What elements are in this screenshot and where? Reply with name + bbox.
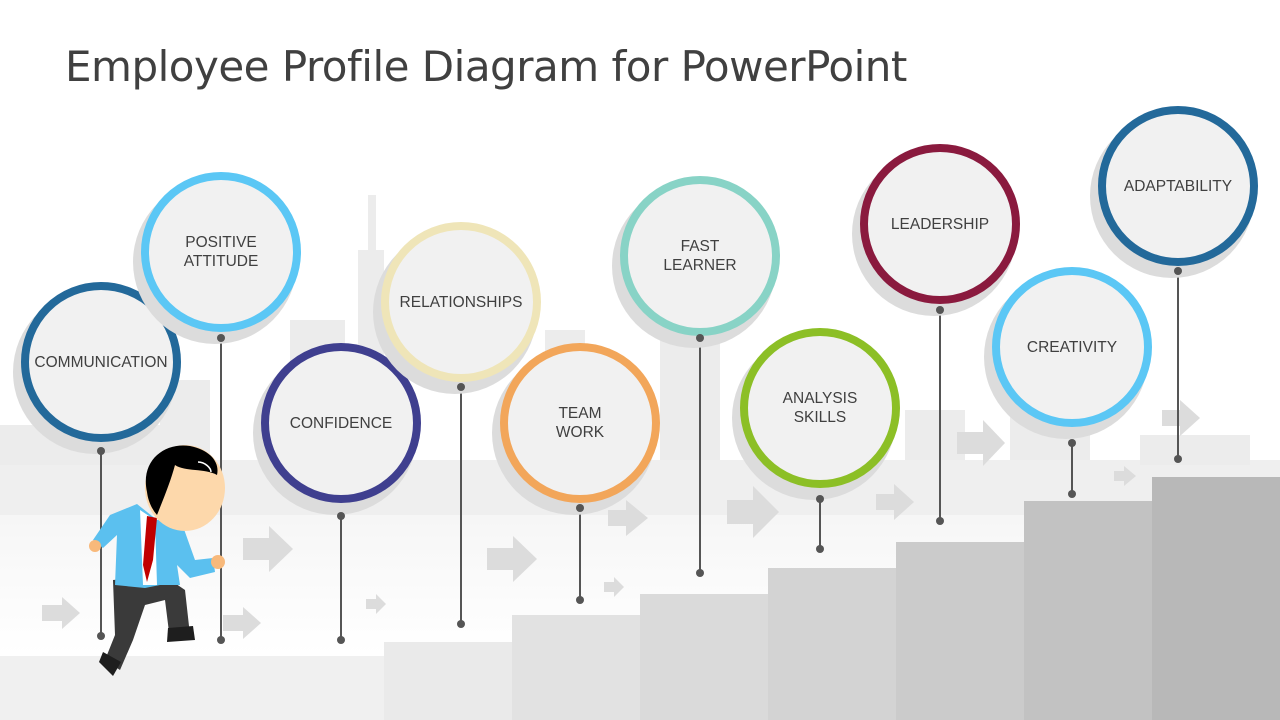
trait-label: ADAPTABILITY	[1123, 177, 1233, 195]
trait-circle: CREATIVITY	[992, 267, 1152, 427]
connector-line	[939, 310, 941, 521]
connector-dot-top	[217, 334, 225, 342]
trait-label: FAST LEARNER	[663, 238, 737, 274]
connector-line	[460, 387, 462, 624]
trait-circle: FAST LEARNER	[620, 176, 780, 336]
connector-line	[699, 338, 701, 573]
trait-label: CREATIVITY	[1026, 338, 1118, 356]
trait-label: LEADERSHIP	[890, 215, 990, 233]
trait-label: POSITIVE ATTITUDE	[183, 234, 259, 270]
connector-dot-top	[1174, 267, 1182, 275]
connector-dot-bottom	[217, 636, 225, 644]
stair-step	[896, 542, 1024, 720]
connector-line	[1177, 271, 1179, 459]
trait-circle: COMMUNICATION	[21, 282, 181, 442]
connector-dot-bottom	[97, 632, 105, 640]
connector-dot-bottom	[576, 596, 584, 604]
connector-dot-bottom	[1068, 490, 1076, 498]
trait-label: CONFIDENCE	[289, 414, 393, 432]
connector-dot-bottom	[816, 545, 824, 553]
stair-step	[512, 615, 640, 720]
connector-dot-top	[457, 383, 465, 391]
trait-label: ANALYSIS SKILLS	[782, 390, 858, 426]
trait-circle: ADAPTABILITY	[1098, 106, 1258, 266]
trait-circle: CONFIDENCE	[261, 343, 421, 503]
connector-dot-top	[936, 306, 944, 314]
connector-line	[579, 508, 581, 600]
trait-circle: LEADERSHIP	[860, 144, 1020, 304]
connector-dot-bottom	[696, 569, 704, 577]
connector-dot-bottom	[936, 517, 944, 525]
stair-step	[1152, 477, 1280, 720]
trait-circle: ANALYSIS SKILLS	[740, 328, 900, 488]
employee-character-icon	[89, 445, 225, 676]
connector-dot-top	[97, 447, 105, 455]
trait-label: TEAM WORK	[555, 405, 605, 441]
stair-step	[768, 568, 896, 720]
connector-dot-top	[816, 495, 824, 503]
connector-dot-bottom	[337, 636, 345, 644]
trait-circle: RELATIONSHIPS	[381, 222, 541, 382]
connector-line	[1071, 443, 1073, 494]
trait-circle: TEAM WORK	[500, 343, 660, 503]
connector-dot-bottom	[1174, 455, 1182, 463]
stair-step	[640, 594, 768, 720]
page-title: Employee Profile Diagram for PowerPoint	[65, 42, 907, 91]
connector-dot-top	[1068, 439, 1076, 447]
connector-dot-bottom	[457, 620, 465, 628]
connector-line	[340, 516, 342, 640]
trait-label: RELATIONSHIPS	[399, 293, 523, 311]
trait-label: COMMUNICATION	[34, 353, 168, 371]
trait-circle: POSITIVE ATTITUDE	[141, 172, 301, 332]
stair-step	[384, 642, 512, 720]
connector-dot-top	[337, 512, 345, 520]
stair-step	[1024, 501, 1152, 720]
connector-dot-top	[576, 504, 584, 512]
connector-line	[819, 499, 821, 549]
connector-dot-top	[696, 334, 704, 342]
